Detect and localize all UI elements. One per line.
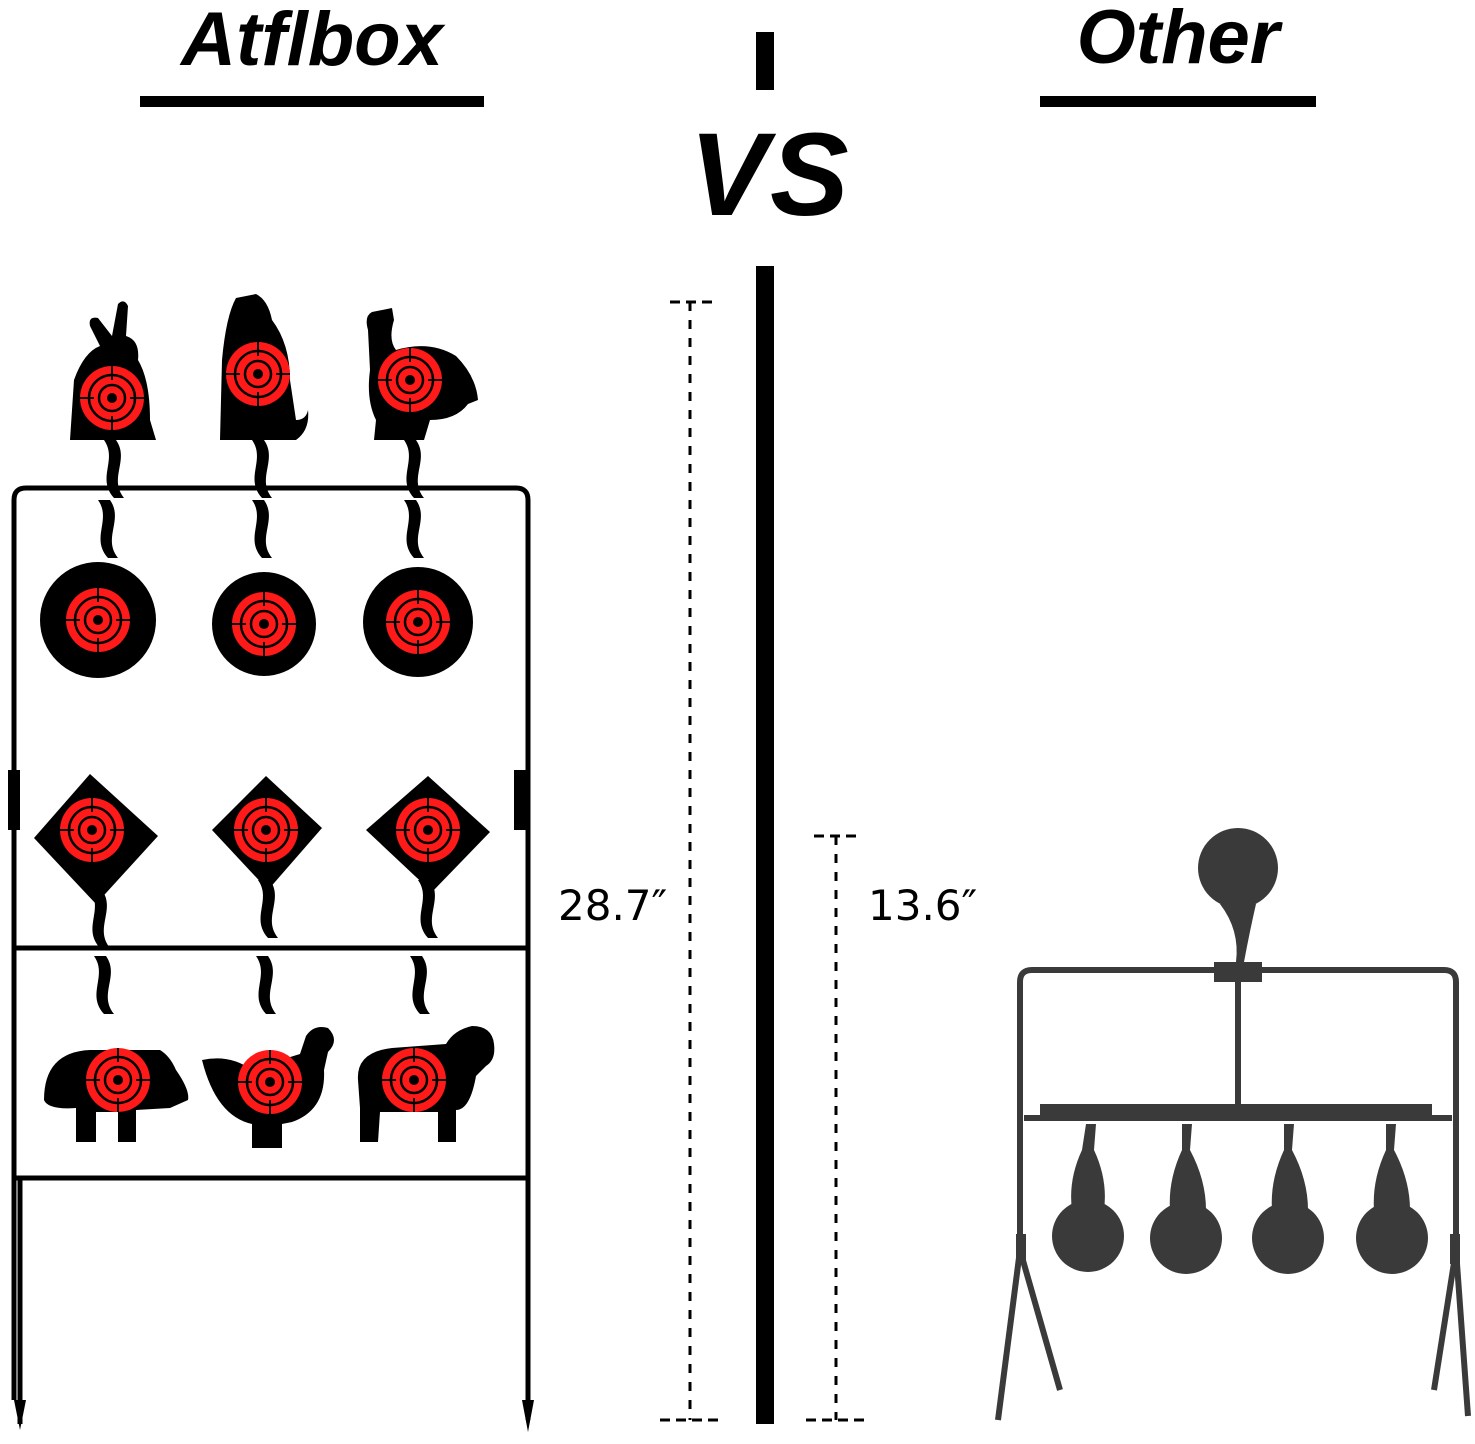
left-dimension-line xyxy=(660,300,718,1422)
right-height-label: 13.6″ xyxy=(868,881,978,930)
other-title: Other xyxy=(1076,0,1280,80)
divider-top xyxy=(756,32,774,90)
divider-main xyxy=(756,266,774,1424)
brand-title: Atflbox xyxy=(181,0,443,82)
four-paddle-spinner-icon xyxy=(995,828,1471,1421)
right-dimension-line xyxy=(806,834,864,1422)
brand-underline xyxy=(140,96,484,107)
multi-target-spinner-icon xyxy=(8,294,534,1432)
versus-label: VS xyxy=(689,109,851,241)
left-height-label: 28.7″ xyxy=(558,881,668,930)
other-underline xyxy=(1040,96,1316,107)
